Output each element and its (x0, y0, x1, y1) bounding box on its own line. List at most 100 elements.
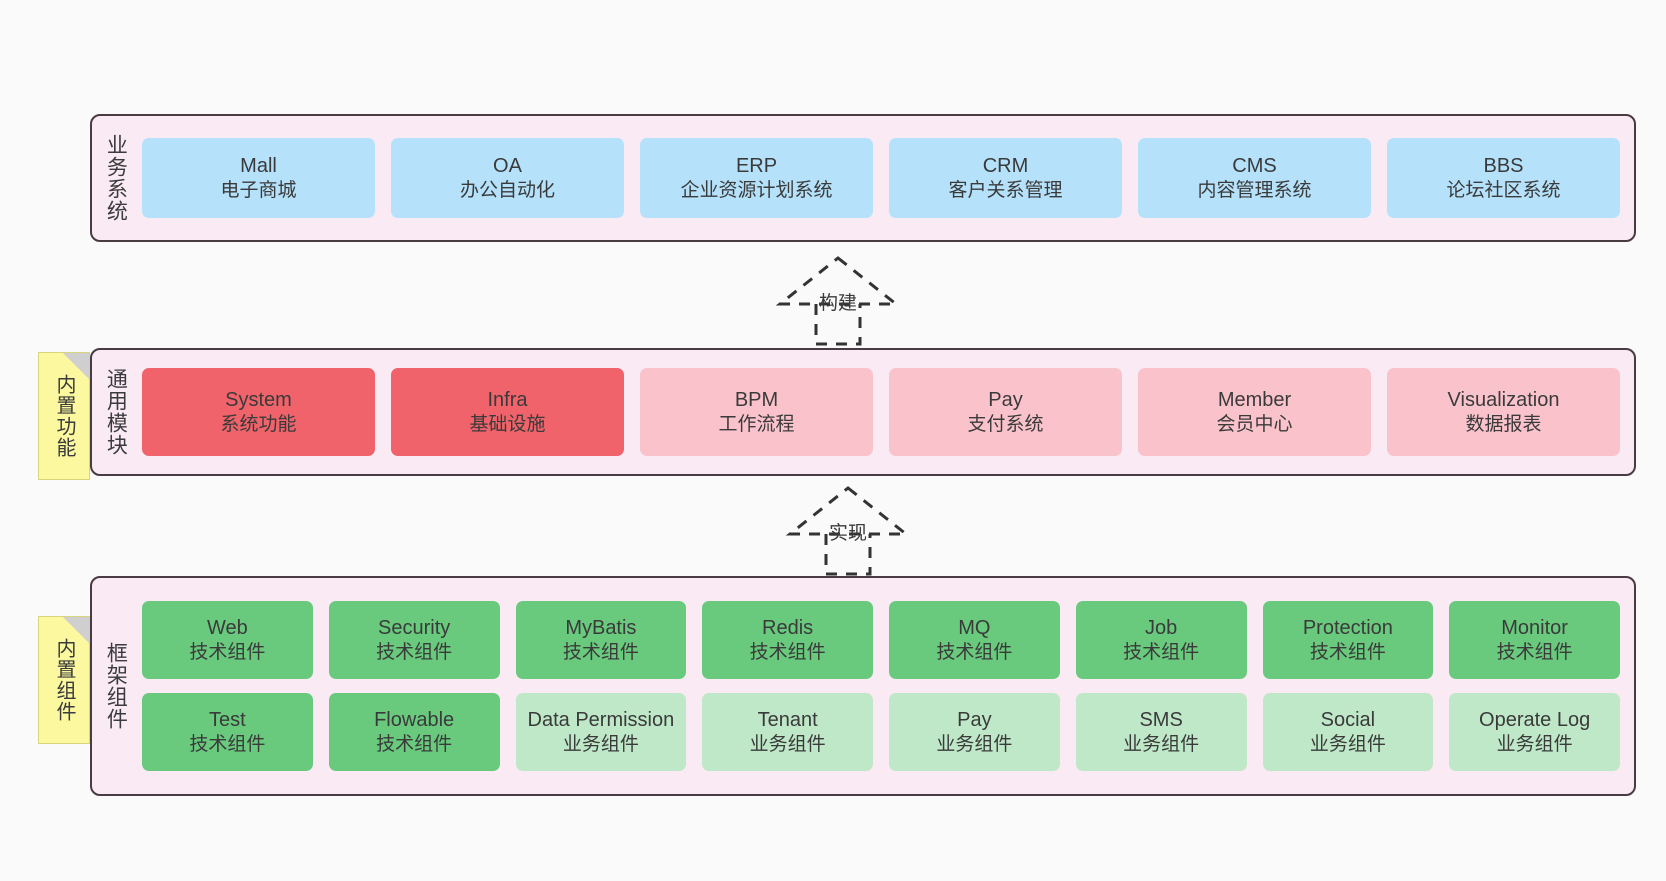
box-title: BBS (1483, 154, 1524, 177)
box-title: Infra (487, 388, 528, 411)
layer-title-framework-component: 框架组件 (104, 642, 128, 730)
arrow-label: 构建 (818, 293, 858, 314)
box-title: Data Permission (527, 708, 675, 731)
box-title: CMS (1232, 154, 1277, 177)
box-subtitle: 技术组件 (376, 641, 453, 663)
box-title: Mall (240, 154, 277, 177)
arrow-head (785, 486, 911, 536)
box-title: Redis (762, 616, 814, 639)
box-title: Job (1145, 616, 1178, 639)
box-title: Flowable (374, 708, 455, 731)
box-title: MQ (958, 616, 991, 639)
box-subtitle: 技术组件 (189, 733, 266, 755)
box-subtitle: 业务组件 (749, 733, 826, 755)
box-title: Operate Log (1479, 708, 1591, 731)
box-subtitle: 支付系统 (967, 413, 1044, 435)
box-subtitle: 业务组件 (1309, 733, 1386, 755)
box-title: Security (378, 616, 451, 639)
box-title: Member (1217, 388, 1292, 411)
build-arrow: 构建 (762, 252, 914, 348)
box-title: Pay (957, 708, 992, 731)
box-subtitle: 技术组件 (1123, 641, 1200, 663)
box-subtitle: 业务组件 (1496, 733, 1573, 755)
box-subtitle: 电子商城 (220, 179, 297, 201)
arrow-label: 实现 (828, 523, 868, 544)
box-title: OA (493, 154, 522, 177)
box-title: MyBatis (565, 616, 637, 639)
box-subtitle: 技术组件 (376, 733, 453, 755)
box-title: Test (209, 708, 246, 731)
box-subtitle: 内容管理系统 (1197, 179, 1312, 201)
sticky-note-common-module: 内置功能 (38, 352, 90, 480)
box-subtitle: 会员中心 (1216, 413, 1293, 435)
box-subtitle: 技术组件 (189, 641, 266, 663)
box-subtitle: 客户关系管理 (948, 179, 1063, 201)
box-title: Tenant (757, 708, 818, 731)
implement-arrow: 实现 (772, 482, 924, 578)
arrow-stem (814, 304, 862, 346)
box-subtitle: 论坛社区系统 (1446, 179, 1561, 201)
box-subtitle: 业务组件 (936, 733, 1013, 755)
box-title: BPM (734, 388, 779, 411)
box-subtitle: 办公自动化 (459, 179, 555, 201)
box-subtitle: 业务组件 (562, 733, 639, 755)
arrow-stem (824, 534, 872, 576)
sticky-note-framework-component: 内置组件 (38, 616, 90, 744)
box-subtitle: 业务组件 (1123, 733, 1200, 755)
box-title: Visualization (1447, 388, 1560, 411)
box-subtitle: 技术组件 (1496, 641, 1573, 663)
box-subtitle: 技术组件 (562, 641, 639, 663)
box-title: Monitor (1501, 616, 1568, 639)
arrow-head (775, 256, 901, 306)
box-title: CRM (982, 154, 1029, 177)
box-subtitle: 系统功能 (220, 413, 297, 435)
box-title: Protection (1302, 616, 1393, 639)
box-subtitle: 技术组件 (1309, 641, 1386, 663)
box-subtitle: 技术组件 (749, 641, 826, 663)
box-title: System (225, 388, 292, 411)
box-title: Pay (988, 388, 1023, 411)
box-subtitle: 基础设施 (469, 413, 546, 435)
layer-title-business-system: 业务系统 (104, 134, 128, 222)
box-title: Web (206, 616, 248, 639)
